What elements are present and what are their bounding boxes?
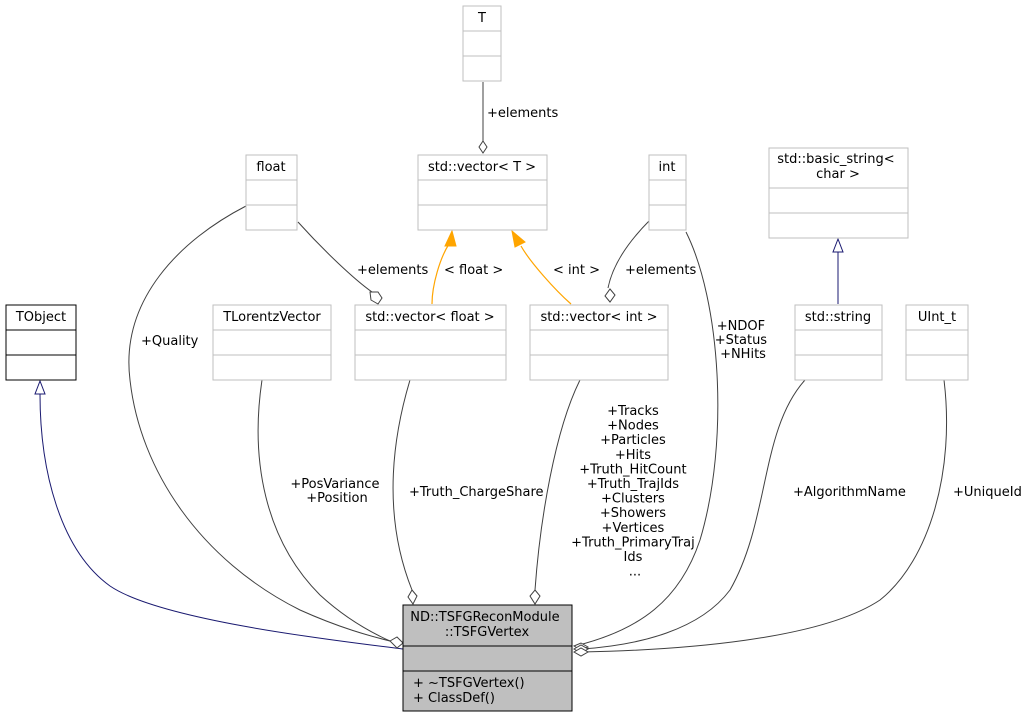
template-arrowhead	[511, 229, 526, 248]
class-title: std::vector< float >	[365, 310, 494, 325]
label-ndof: +NDOF +Status +NHits	[715, 319, 771, 362]
diamond-marker	[529, 589, 541, 605]
edge-tobject-inherit	[39, 393, 404, 650]
label-int-elements: +elements	[625, 263, 696, 278]
edge-algorithm	[581, 379, 806, 650]
class-box-basic-string[interactable]: std::basic_string< char >	[768, 147, 909, 239]
template-arrowhead	[444, 229, 457, 247]
label-tracks: +Tracks +Nodes +Particles +Hits +Truth_H…	[571, 404, 699, 580]
edge-labels: +elements +elements < float > < int > +e…	[141, 106, 1022, 580]
label-quality: +Quality	[141, 334, 199, 349]
class-box-tobject[interactable]: TObject	[5, 304, 77, 381]
edge-tracks	[534, 379, 581, 591]
class-box-std-string[interactable]: std::string	[794, 304, 883, 381]
label-position: +PosVariance +Position	[290, 477, 383, 506]
class-box-t[interactable]: T	[462, 5, 502, 82]
class-box-float[interactable]: float	[245, 154, 298, 231]
class-box-tlorentzvector[interactable]: TLorentzVector	[212, 304, 332, 381]
class-title: std::vector< T >	[428, 160, 536, 175]
label-template-int: < int >	[553, 263, 600, 278]
label-float-elements: +elements	[357, 263, 428, 278]
class-methods: + ~TSFGVertex() + ClassDef()	[413, 676, 529, 706]
class-title: UInt_t	[918, 310, 956, 325]
class-box-tsfgvertex[interactable]: ND::TSFGReconModule ::TSFGVertex + ~TSFG…	[402, 604, 573, 712]
class-box-vector-float[interactable]: std::vector< float >	[354, 304, 507, 381]
diamond-marker	[478, 140, 488, 154]
diamond-marker	[572, 647, 590, 657]
edge-float-elements	[297, 221, 373, 293]
edge-ndof	[574, 231, 719, 647]
label-algorithm: +AlgorithmName	[793, 485, 906, 500]
class-title: ND::TSFGReconModule ::TSFGVertex	[410, 610, 563, 640]
edge-int-elements	[607, 219, 651, 289]
edge-template-float	[431, 243, 450, 305]
label-charge-share: +Truth_ChargeShare	[409, 485, 544, 500]
label-t-elements: +elements	[487, 106, 558, 121]
class-box-vector-int[interactable]: std::vector< int >	[529, 304, 669, 381]
class-title: int	[659, 160, 676, 175]
label-template-float: < float >	[444, 263, 503, 278]
class-title: TObject	[15, 310, 66, 325]
diamond-marker	[604, 288, 616, 303]
edges	[34, 82, 947, 657]
edge-unique-id	[581, 379, 947, 653]
class-title: T	[477, 11, 486, 26]
edge-charge-share	[392, 379, 413, 591]
edge-quality	[128, 205, 391, 642]
edge-template-int	[520, 245, 572, 305]
class-title: std::basic_string< char >	[777, 152, 898, 182]
class-title: float	[256, 160, 285, 175]
class-title: std::string	[805, 310, 871, 325]
inherit-arrowhead	[832, 237, 844, 253]
edge-position	[257, 379, 391, 642]
diamond-marker	[389, 636, 404, 649]
class-box-vector-t[interactable]: std::vector< T >	[417, 154, 548, 231]
class-box-int[interactable]: int	[648, 154, 687, 231]
class-boxes: T float std::vector< T >	[5, 5, 969, 712]
label-unique-id: +UniqueId	[953, 485, 1022, 500]
inherit-arrowhead	[34, 379, 46, 395]
class-box-uint-t[interactable]: UInt_t	[905, 304, 969, 381]
class-title: TLorentzVector	[222, 310, 321, 325]
diamond-marker	[407, 589, 418, 605]
class-title: std::vector< int >	[540, 310, 657, 325]
diamond-marker	[369, 291, 383, 305]
